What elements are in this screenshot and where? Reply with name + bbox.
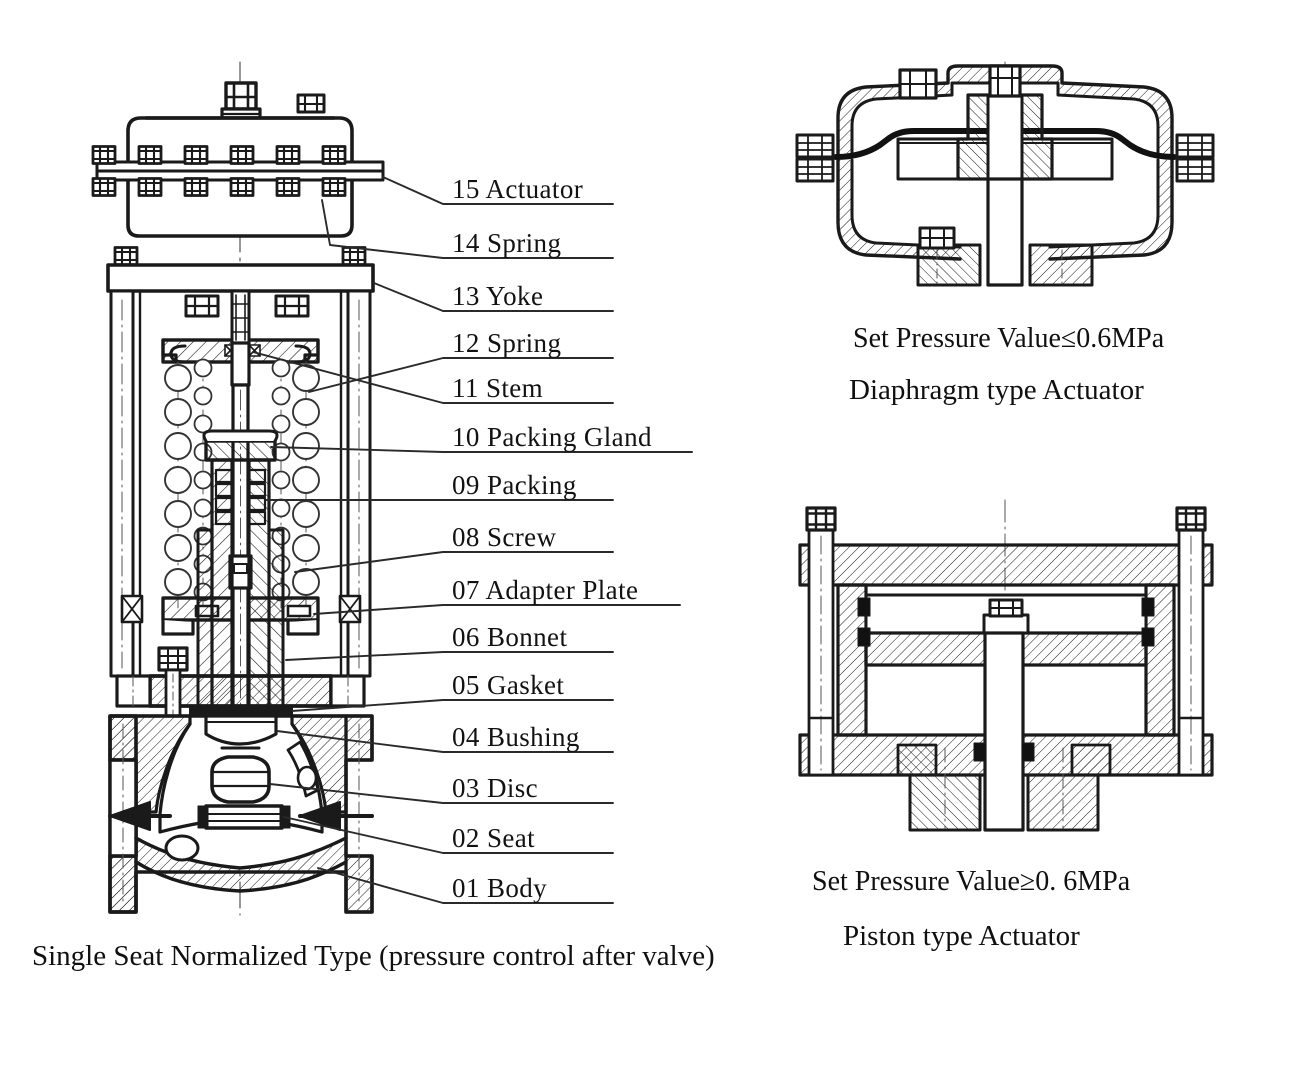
part-label-01: 01 Body [452, 873, 548, 903]
leader-lines [252, 176, 693, 904]
valve-disc [210, 746, 271, 804]
part-label-06: 06 Bonnet [452, 622, 568, 652]
piston-tie-rod-right [1175, 506, 1207, 777]
part-label-13: 13 Yoke [452, 281, 544, 311]
flow-arrow-right [298, 801, 374, 831]
diaphragm-actuator-drawing [795, 61, 1215, 287]
part-label-08: 08 Screw [452, 522, 557, 552]
bushing [204, 714, 278, 746]
flow-arrow-left [108, 801, 172, 831]
part-label-05: 05 Gasket [452, 670, 565, 700]
spring-coil-left-outer [164, 361, 192, 609]
part-label-03: 03 Disc [452, 773, 539, 803]
spring-coil-right-outer [292, 361, 320, 609]
piston-caption: Piston type Actuator [843, 920, 1080, 952]
piston-pressure-note: Set Pressure Value≥0. 6MPa [812, 866, 1131, 897]
packing-rings [214, 468, 267, 526]
left-figure-caption: Single Seat Normalized Type (pressure co… [32, 940, 715, 972]
main-valve-assembly [91, 61, 385, 916]
part-label-04: 04 Bushing [452, 722, 580, 752]
part-label-11: 11 Stem [452, 373, 544, 403]
diaphragm-caption: Diaphragm type Actuator [849, 374, 1144, 406]
actuator-housing [91, 81, 385, 238]
part-label-12: 12 Spring [452, 328, 562, 358]
valve-seat [197, 804, 291, 830]
diaphragm-clamp-bolt-left [795, 133, 835, 183]
part-label-14: 14 Spring [452, 228, 562, 258]
yoke-column-bushing-right [338, 594, 362, 624]
part-label-15: 15 Actuator [452, 174, 584, 204]
yoke-column-bushing-left [120, 594, 144, 624]
diaphragm-pressure-note: Set Pressure Value≤0.6MPa [853, 323, 1165, 354]
part-label-07: 07 Adapter Plate [452, 575, 639, 605]
diaphragm-clamp-bolt-right [1175, 133, 1215, 183]
part-label-10: 10 Packing Gland [452, 422, 652, 452]
part-label-09: 09 Packing [452, 470, 577, 500]
piston-tie-rod-left [805, 506, 837, 777]
yoke [106, 246, 375, 678]
part-label-02: 02 Seat [452, 823, 536, 853]
piston-actuator-drawing [798, 499, 1214, 832]
